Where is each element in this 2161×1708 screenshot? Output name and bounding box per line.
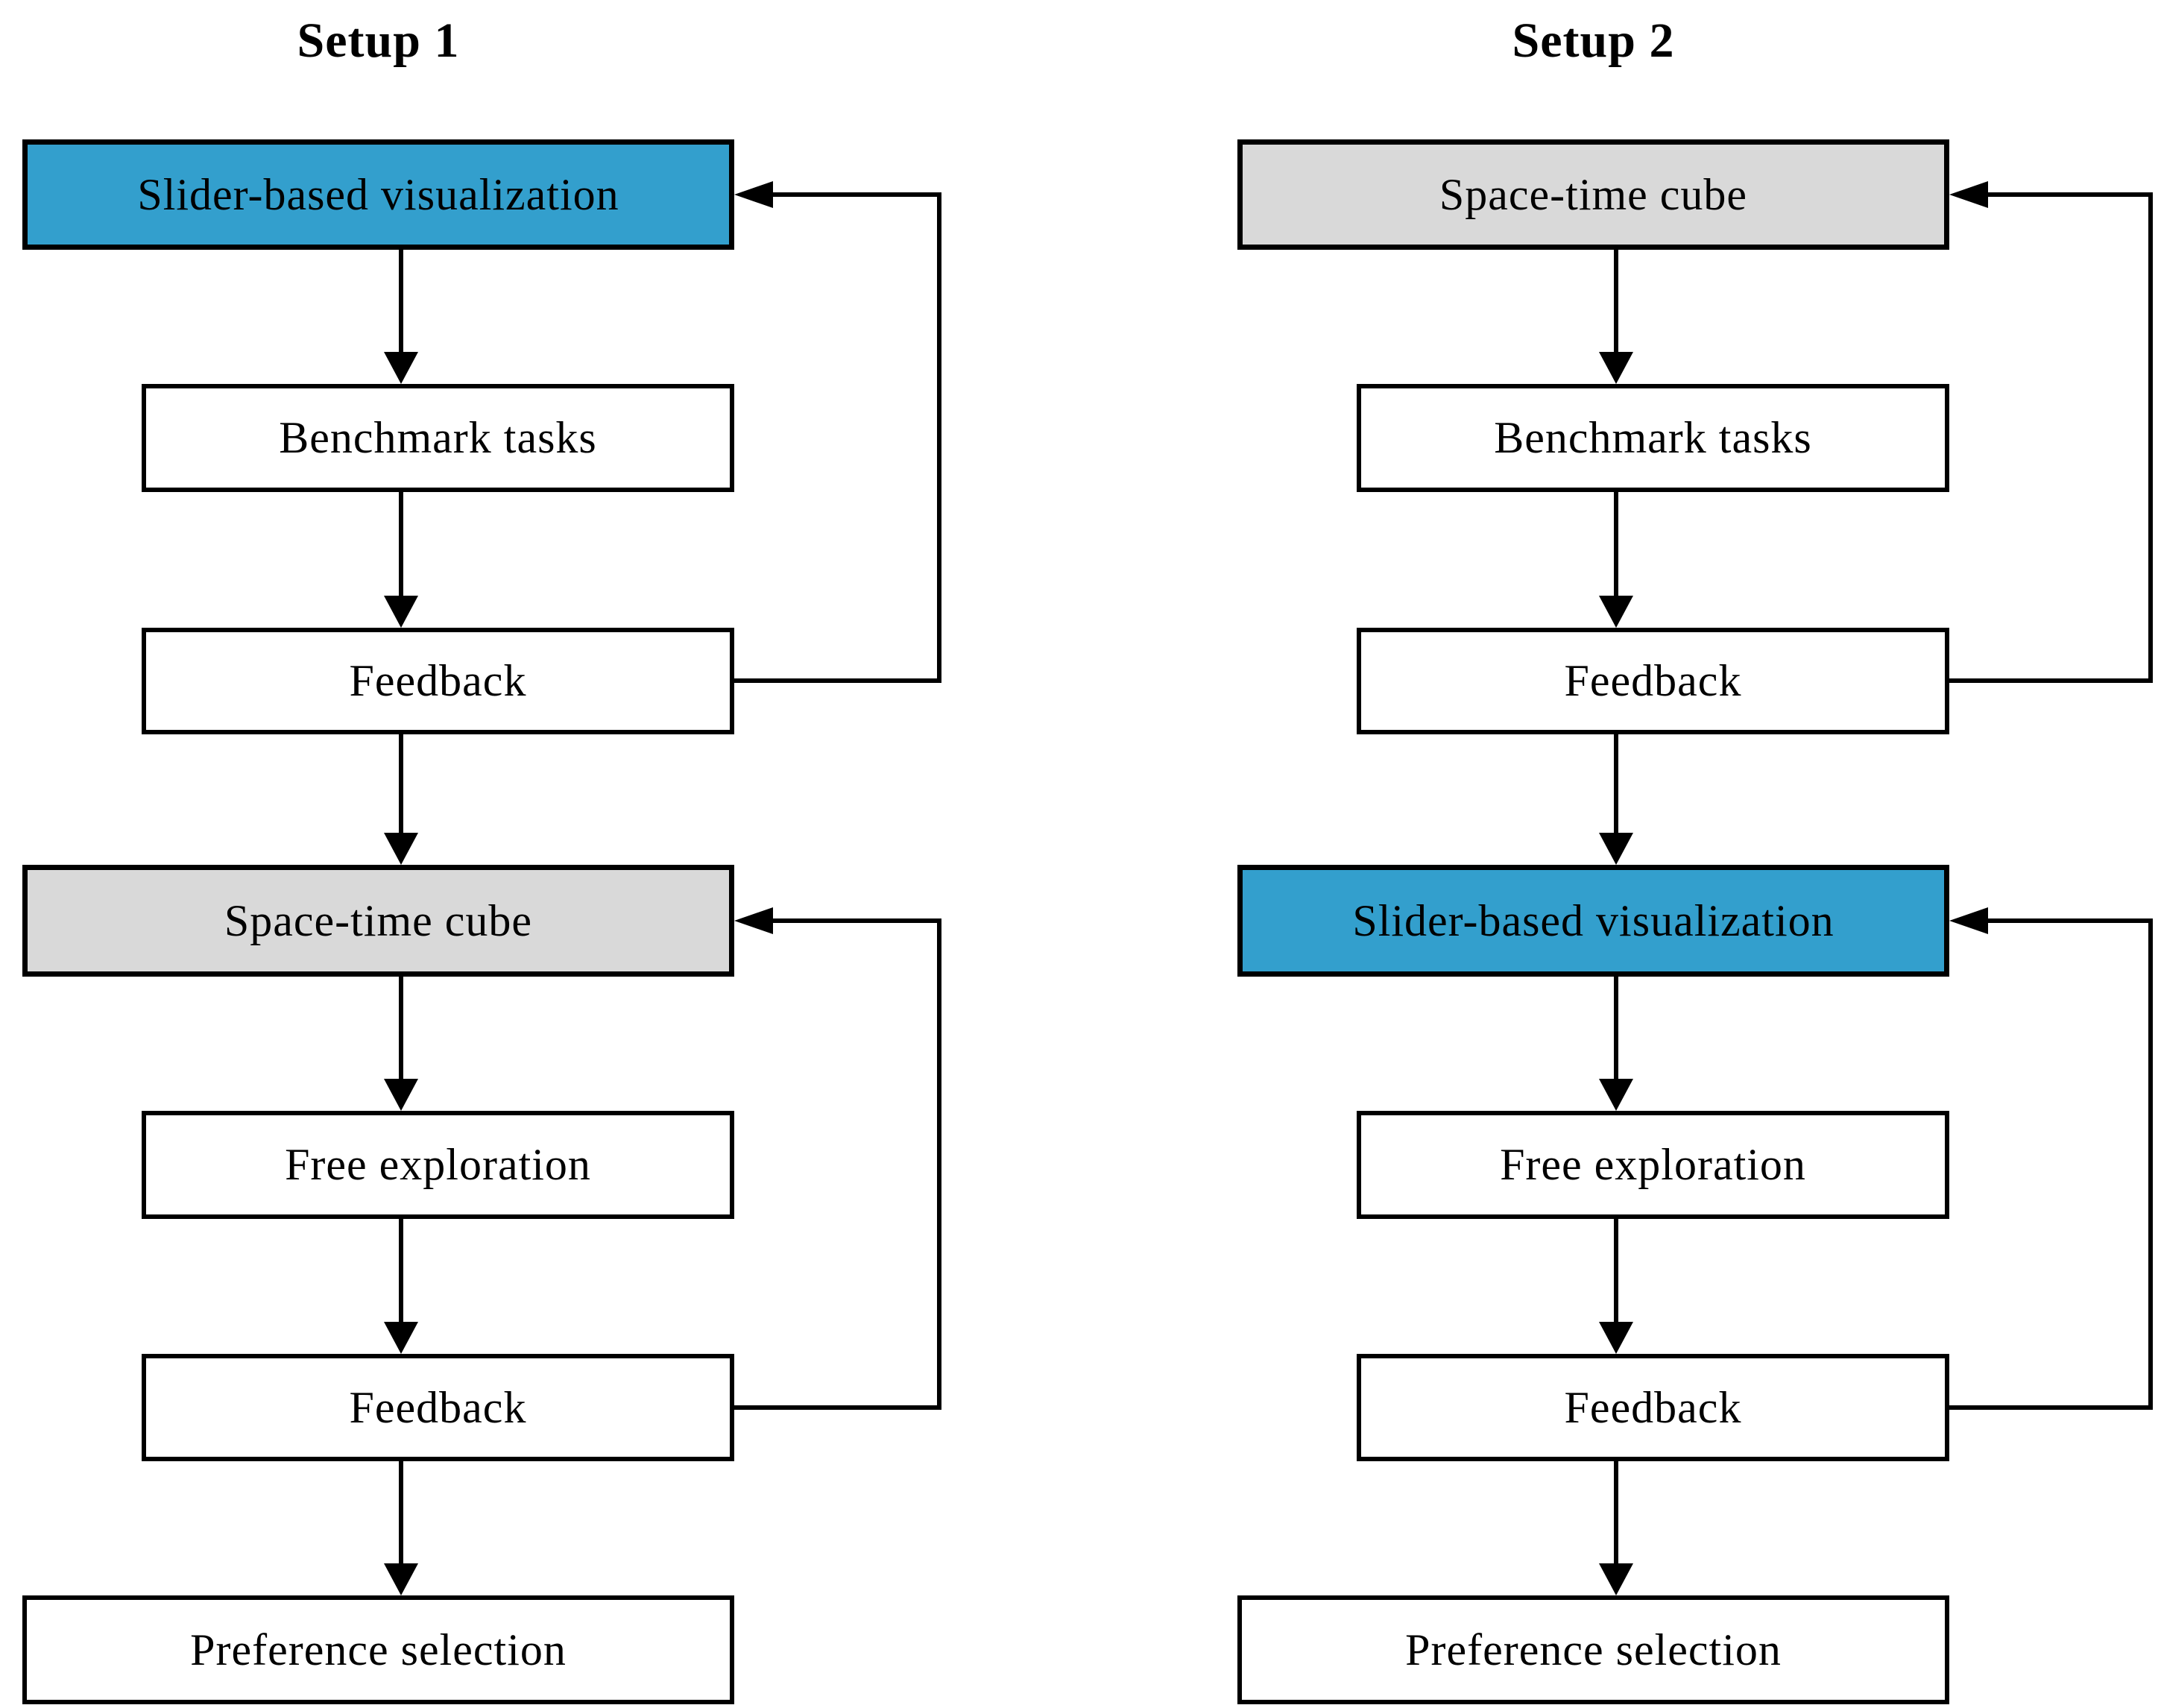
setup2-connector-line-4 (1614, 977, 1618, 1079)
setup1-loop1-vertical-line (937, 192, 941, 683)
setup1-loop1-exit-line (734, 678, 941, 683)
setup2-box-preference-selection: Preference selection (1237, 1595, 1949, 1704)
setup1-box-slider-based-visualization: Slider-based visualization (22, 139, 734, 250)
setup1-title: Setup 1 (297, 13, 460, 68)
setup1-connector-line-6 (399, 1461, 403, 1563)
setup1-arrowhead-down-icon-5 (384, 1322, 418, 1354)
setup1-box-benchmark-tasks: Benchmark tasks (142, 384, 734, 492)
setup2-arrowhead-down-icon-3 (1599, 833, 1633, 865)
setup1-box-feedback-2: Feedback (142, 1354, 734, 1461)
setup2-connector-line-3 (1614, 734, 1618, 833)
setup1-arrowhead-down-icon-2 (384, 596, 418, 628)
setup1-connector-line-1 (399, 250, 403, 352)
setup1-arrowhead-down-icon-3 (384, 833, 418, 865)
setup2-arrowhead-down-icon-2 (1599, 596, 1633, 628)
setup2-box-benchmark-tasks: Benchmark tasks (1357, 384, 1949, 492)
setup2-loop2-vertical-line (2148, 918, 2153, 1410)
setup2-arrowhead-down-icon-5 (1599, 1322, 1633, 1354)
setup2-connector-line-5 (1614, 1219, 1618, 1322)
setup2-connector-line-6 (1614, 1461, 1618, 1563)
setup2-arrowhead-down-icon-1 (1599, 352, 1633, 384)
setup2-loop1-return-line (1988, 192, 2153, 197)
setup1-box-free-exploration: Free exploration (142, 1111, 734, 1219)
setup1-box-space-time-cube: Space-time cube (22, 865, 734, 977)
setup2-loop1-exit-line (1949, 678, 2153, 683)
setup1-loop2-return-line (773, 918, 941, 923)
setup1-loop1-arrowhead-left-icon (734, 181, 773, 208)
setup1-loop2-arrowhead-left-icon (734, 907, 773, 934)
setup2-loop2-exit-line (1949, 1405, 2153, 1410)
setup1-connector-line-3 (399, 734, 403, 833)
setup2-box-feedback-2: Feedback (1357, 1354, 1949, 1461)
setup1-box-feedback-1: Feedback (142, 628, 734, 734)
setup2-loop1-arrowhead-left-icon (1949, 181, 1988, 208)
setup1-arrowhead-down-icon-1 (384, 352, 418, 384)
setup2-loop2-return-line (1988, 918, 2153, 923)
setup2-loop2-arrowhead-left-icon (1949, 907, 1988, 934)
setup2-loop1-vertical-line (2148, 192, 2153, 683)
setup1-connector-line-4 (399, 977, 403, 1079)
setup2-connector-line-2 (1614, 492, 1618, 596)
setup1-box-preference-selection: Preference selection (22, 1595, 734, 1704)
setup2-connector-line-1 (1614, 250, 1618, 352)
setup2-arrowhead-down-icon-6 (1599, 1563, 1633, 1595)
setup2-title: Setup 2 (1512, 13, 1675, 68)
setup1-arrowhead-down-icon-4 (384, 1079, 418, 1111)
setup2-box-free-exploration: Free exploration (1357, 1111, 1949, 1219)
setup1-loop2-vertical-line (937, 918, 941, 1410)
setup2-box-space-time-cube: Space-time cube (1237, 139, 1949, 250)
setup1-arrowhead-down-icon-6 (384, 1563, 418, 1595)
setup1-connector-line-5 (399, 1219, 403, 1322)
setup2-arrowhead-down-icon-4 (1599, 1079, 1633, 1111)
setup1-loop2-exit-line (734, 1405, 941, 1410)
setup2-box-feedback-1: Feedback (1357, 628, 1949, 734)
setup1-loop1-return-line (773, 192, 941, 197)
setup2-box-slider-based-visualization: Slider-based visualization (1237, 865, 1949, 977)
setup1-connector-line-2 (399, 492, 403, 596)
